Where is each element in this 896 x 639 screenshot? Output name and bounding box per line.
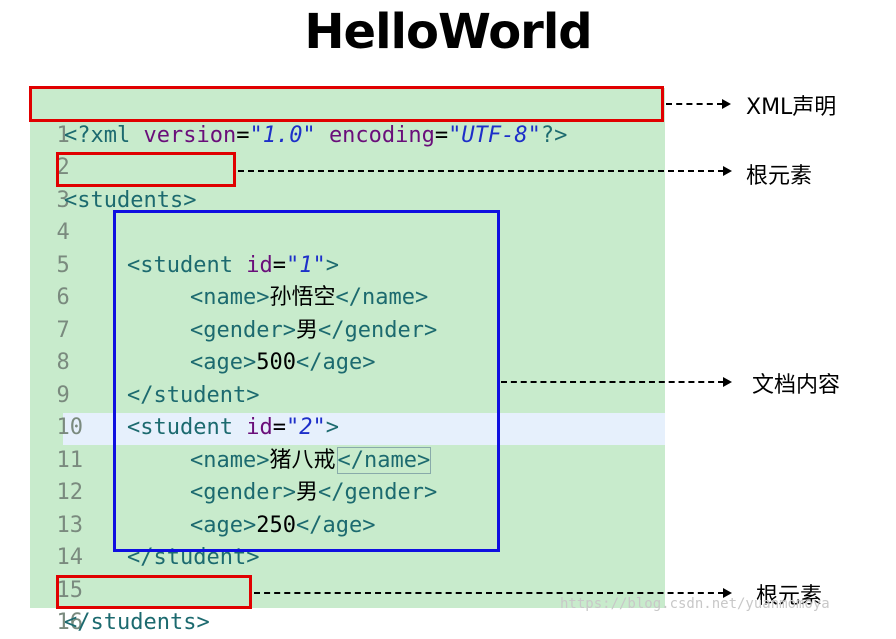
line-number: 9 [56, 383, 70, 408]
code-line-6: 6 <name>孙悟空</name> [30, 250, 429, 310]
name-value: 孙悟空 [269, 285, 336, 310]
code-line-11: 11 <name>猪八戒</name> [30, 413, 432, 474]
label-xml-declaration: XML声明 [746, 95, 837, 120]
attr-encoding: encoding [328, 123, 435, 148]
xml-declaration-box [29, 86, 664, 122]
arrowhead-icon [723, 588, 732, 598]
age-close-tag: </age> [295, 513, 376, 538]
line-number: 8 [56, 350, 70, 375]
value-version: "1.0" [249, 123, 316, 148]
root-end-box [56, 575, 252, 609]
code-line-1: 1<?xml version="1.0" encoding="UTF-8"?> [30, 88, 568, 148]
equals: = [272, 415, 286, 440]
xml-decl-close: ?> [540, 123, 568, 148]
student-open-tag: <student [127, 253, 247, 278]
tag-close: > [325, 415, 339, 440]
gender-close-tag: </gender> [317, 318, 438, 343]
page-title: HelloWorld [304, 4, 592, 60]
line-number: 6 [56, 285, 70, 310]
age-open-tag: <age> [190, 513, 257, 538]
code-line-5: 5 <student id="1"> [30, 218, 339, 278]
gender-open-tag: <gender> [190, 318, 296, 343]
line-number: 3 [56, 188, 70, 213]
line-number: 12 [56, 480, 84, 505]
gender-value: 男 [295, 318, 318, 343]
current-line-highlight [63, 413, 665, 445]
code-line-10: 10 <student id="2"> [30, 380, 339, 440]
arrow-root-start [238, 170, 724, 172]
value-id: "1" [285, 253, 326, 278]
code-editor [30, 88, 665, 608]
value-encoding: "UTF-8" [448, 123, 541, 148]
root-close-tag: </students> [64, 610, 210, 635]
line-number: 2 [56, 155, 70, 180]
age-open-tag: <age> [190, 350, 257, 375]
root-start-box [56, 152, 236, 187]
arrow-doc-content [501, 381, 724, 383]
age-value: 250 [256, 513, 296, 538]
student-close-tag: </student> [127, 383, 260, 408]
tag-close: > [325, 253, 339, 278]
value-id: "2" [285, 415, 326, 440]
arrow-xml-decl [666, 103, 723, 105]
code-line-7: 7 <gender>男</gender> [30, 283, 438, 343]
line-number: 7 [56, 318, 70, 343]
code-line-13: 13 <age>250</age> [30, 478, 376, 538]
code-line-9: 9 </student> [30, 348, 260, 408]
line-number: 14 [56, 545, 84, 570]
student-open-tag: <student [127, 415, 247, 440]
arrowhead-icon [722, 99, 731, 109]
attr-id: id [246, 415, 273, 440]
line-number: 11 [56, 448, 84, 473]
name-open-tag: <name> [190, 448, 270, 473]
code-line-12: 12 <gender>男</gender> [30, 445, 438, 505]
code-line-14: 14</student> [30, 510, 260, 570]
xml-decl-open: <?xml [64, 123, 144, 148]
watermark: https://blog.csdn.net/yuanmomoya [560, 596, 830, 612]
name-open-tag: <name> [190, 285, 270, 310]
root-open-tag: <students> [64, 188, 197, 213]
line-number: 10 [56, 415, 84, 440]
code-line-3: 3<students> [30, 153, 197, 213]
gender-close-tag: </gender> [317, 480, 438, 505]
name-value: 猪八戒 [269, 448, 336, 473]
equals: = [236, 123, 250, 148]
gender-open-tag: <gender> [190, 480, 296, 505]
code-line-4: 4 [30, 185, 87, 245]
arrow-root-end [254, 592, 724, 594]
space [316, 123, 329, 148]
age-close-tag: </age> [295, 350, 376, 375]
name-close-tag: </name> [335, 285, 429, 310]
equals: = [272, 253, 286, 278]
equals: = [434, 123, 449, 148]
line-number: 15 [56, 578, 84, 603]
age-value: 500 [256, 350, 296, 375]
gender-value: 男 [295, 480, 318, 505]
attr-version: version [143, 123, 237, 148]
document-content-box [113, 210, 500, 552]
code-line-2: 2 [30, 120, 87, 180]
label-root-element-end: 根元素 [756, 584, 823, 609]
label-document-content: 文档内容 [752, 373, 841, 398]
line-number: 13 [56, 513, 84, 538]
name-close-tag: </name> [336, 447, 432, 474]
line-number: 5 [56, 253, 70, 278]
arrowhead-icon [723, 166, 732, 176]
line-number: 4 [56, 220, 70, 245]
code-line-15: 15 [30, 543, 87, 603]
code-line-8: 8 <age>500</age> [30, 315, 376, 375]
arrowhead-icon [723, 377, 732, 387]
label-root-element: 根元素 [746, 164, 813, 189]
attr-id: id [246, 253, 273, 278]
line-number: 1 [56, 123, 70, 148]
